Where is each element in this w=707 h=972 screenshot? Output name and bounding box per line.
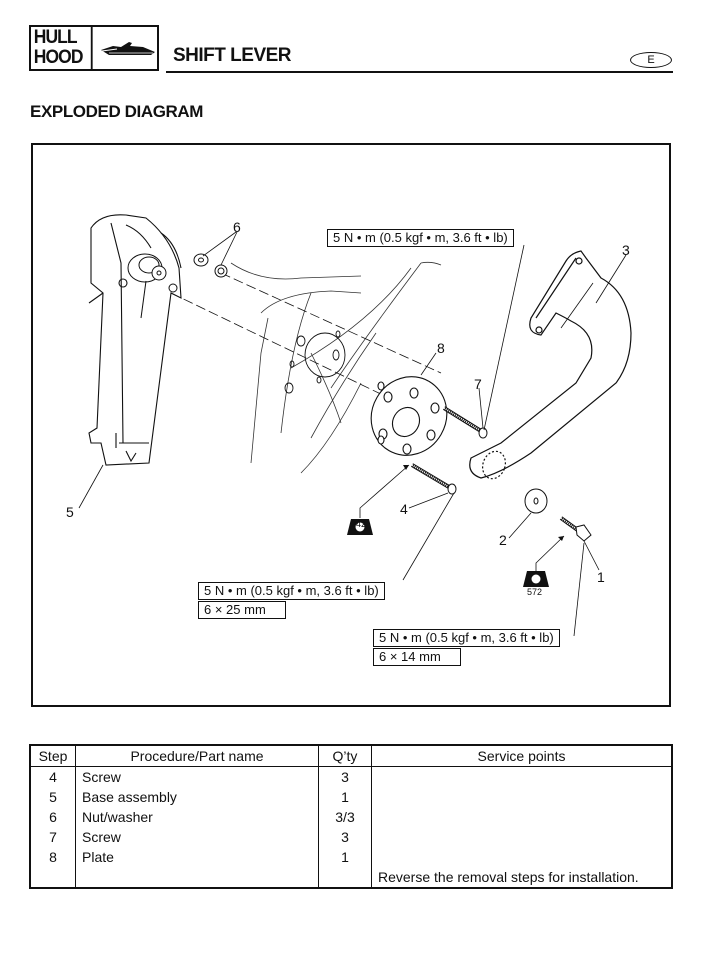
callout-3: 3 bbox=[622, 242, 630, 258]
watercraft-icon bbox=[98, 27, 157, 69]
table-row: 8 Plate 1 bbox=[30, 847, 672, 867]
size-spec-bolt-1: 6 × 14 mm bbox=[373, 648, 461, 666]
callout-5: 5 bbox=[66, 504, 74, 520]
cell-step bbox=[30, 867, 76, 888]
table-row: 7 Screw 3 bbox=[30, 827, 672, 847]
cell-service-points bbox=[371, 827, 672, 847]
cell-service-points bbox=[371, 807, 672, 827]
cell-qty: 3/3 bbox=[318, 807, 372, 827]
table-row: 5 Base assembly 1 bbox=[30, 787, 672, 807]
table-row: 4 Screw 3 bbox=[30, 766, 672, 787]
cell-qty: 3 bbox=[318, 827, 372, 847]
torque-spec-screw-4: 5 N • m (0.5 kgf • m, 3.6 ft • lb) bbox=[198, 582, 385, 600]
callout-2: 2 bbox=[499, 532, 507, 548]
language-badge: E bbox=[630, 52, 672, 68]
callout-1: 1 bbox=[597, 569, 605, 585]
title-underline bbox=[166, 71, 673, 73]
alignment-lines bbox=[170, 272, 442, 424]
section-badge: HULL HOOD bbox=[29, 25, 159, 71]
loctite-code-572: 572 bbox=[527, 587, 543, 597]
header-service-points: Service points bbox=[371, 745, 672, 767]
cell-part-name: Nut/washer bbox=[75, 807, 319, 827]
table-header-row: Step Procedure/Part name Q’ty Service po… bbox=[30, 745, 672, 767]
cell-part-name: Plate bbox=[75, 847, 319, 867]
cell-service-points bbox=[371, 787, 672, 807]
cell-service-points bbox=[371, 766, 672, 787]
cell-qty bbox=[318, 867, 372, 888]
callout-6: 6 bbox=[233, 219, 241, 235]
loctite-code-242: 242 bbox=[351, 519, 367, 529]
parts-table: Step Procedure/Part name Q’ty Service po… bbox=[29, 744, 673, 889]
washer bbox=[524, 488, 548, 514]
header-part-name: Procedure/Part name bbox=[75, 745, 319, 767]
section-label: HULL HOOD bbox=[31, 27, 93, 69]
hull-outline bbox=[230, 261, 442, 474]
leader-lines bbox=[78, 231, 627, 637]
cell-part-name: Base assembly bbox=[75, 787, 319, 807]
page-title: SHIFT LEVER bbox=[173, 45, 292, 66]
header-step: Step bbox=[30, 745, 76, 767]
cell-part-name: Screw bbox=[75, 827, 319, 847]
cell-step: 4 bbox=[49, 769, 57, 785]
hull-mount-holes bbox=[284, 330, 346, 394]
cell-part-name bbox=[75, 867, 319, 888]
section-heading: EXPLODED DIAGRAM bbox=[30, 102, 204, 121]
cell-qty: 1 bbox=[318, 787, 372, 807]
header-qty: Q’ty bbox=[318, 745, 372, 767]
cell-step: 8 bbox=[49, 849, 57, 865]
callout-4: 4 bbox=[400, 501, 408, 517]
table-row: Reverse the removal steps for installati… bbox=[30, 867, 672, 888]
loctite-icon-572 bbox=[523, 571, 549, 587]
size-spec-screw-4: 6 × 25 mm bbox=[198, 601, 286, 619]
base-assembly bbox=[88, 214, 182, 466]
cell-part-name: Screw bbox=[75, 766, 319, 787]
cell-step: 5 bbox=[49, 789, 57, 805]
cell-qty: 1 bbox=[318, 847, 372, 867]
screw-4 bbox=[410, 463, 457, 495]
nut-washer bbox=[193, 253, 228, 278]
table-row: 6 Nut/washer 3/3 bbox=[30, 807, 672, 827]
callout-7: 7 bbox=[474, 376, 482, 392]
shift-lever bbox=[469, 250, 632, 480]
torque-spec-bolt-1: 5 N • m (0.5 kgf • m, 3.6 ft • lb) bbox=[373, 629, 560, 647]
cell-qty: 3 bbox=[318, 766, 372, 787]
base-gear bbox=[127, 253, 178, 319]
bolt bbox=[559, 516, 592, 542]
cell-step: 7 bbox=[49, 829, 57, 845]
arrowheads bbox=[403, 465, 564, 541]
cell-step: 6 bbox=[49, 809, 57, 825]
exploded-diagram bbox=[78, 214, 632, 637]
plate bbox=[370, 376, 448, 456]
loctite-icon-242 bbox=[347, 519, 373, 535]
cell-service-points bbox=[371, 847, 672, 867]
screw-7 bbox=[442, 406, 488, 439]
cell-service-points: Reverse the removal steps for installati… bbox=[371, 867, 672, 888]
callout-8: 8 bbox=[437, 340, 445, 356]
torque-spec-screw-7: 5 N • m (0.5 kgf • m, 3.6 ft • lb) bbox=[327, 229, 514, 247]
diagram-frame bbox=[31, 143, 671, 707]
